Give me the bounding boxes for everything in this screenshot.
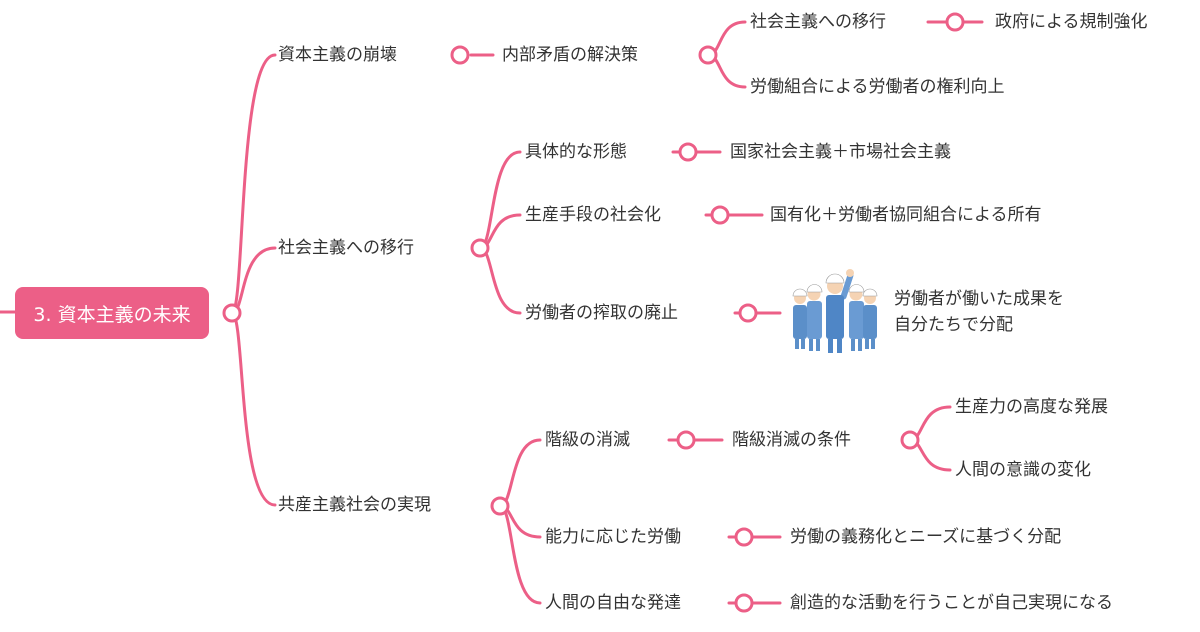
node-dot-b3-c1-child xyxy=(902,432,918,448)
topic-concrete-forms[interactable]: 具体的な形態 xyxy=(525,141,627,163)
node-dot-b3 xyxy=(492,498,508,514)
branch-transition-socialism[interactable]: 社会主義への移行 xyxy=(278,237,414,259)
topic-workers-distribute-results-line2[interactable]: 自分たちで分配 xyxy=(894,314,1013,336)
topic-workers-distribute-results-line1[interactable]: 労働者が働いた成果を xyxy=(894,288,1064,310)
topic-transition-socialism[interactable]: 社会主義への移行 xyxy=(750,11,886,33)
connector-b2-c1 xyxy=(480,152,520,248)
connector-b3-c3 xyxy=(500,506,540,603)
node-dot-b1-child xyxy=(700,47,716,63)
connector-root-branch-1 xyxy=(232,55,275,313)
topic-labor-union-rights[interactable]: 労働組合による労働者の権利向上 xyxy=(750,76,1005,98)
topic-class-abolition-conditions[interactable]: 階級消滅の条件 xyxy=(732,429,851,451)
topic-need-based-distribution[interactable]: 労働の義務化とニーズに基づく分配 xyxy=(790,526,1061,548)
topic-nationalization-cooperatives[interactable]: 国有化＋労働者協同組合による所有 xyxy=(770,204,1042,226)
root-topic-label: 3. 資本主義の未来 xyxy=(33,300,190,327)
root-topic[interactable]: 3. 資本主義の未来 xyxy=(15,287,209,339)
topic-creative-self-realization[interactable]: 創造的な活動を行うことが自己実現になる xyxy=(790,592,1113,614)
topic-internal-contradiction-solutions[interactable]: 内部矛盾の解決策 xyxy=(502,44,638,66)
node-dot-b2-c1 xyxy=(680,144,696,160)
node-dot-b3-c3 xyxy=(736,595,752,611)
topic-class-abolition[interactable]: 階級の消滅 xyxy=(545,429,630,451)
node-dot-b3-c2 xyxy=(736,529,752,545)
topic-human-consciousness[interactable]: 人間の意識の変化 xyxy=(955,459,1091,481)
topic-socialization-means-production[interactable]: 生産手段の社会化 xyxy=(525,204,661,226)
connector-root-branch-3 xyxy=(232,313,275,505)
node-dot-b1-gc1 xyxy=(947,14,963,30)
connector-b3-c1 xyxy=(500,440,540,506)
node-dot-b2-c3 xyxy=(740,305,756,321)
node-dot-root xyxy=(224,305,240,321)
topic-government-regulation[interactable]: 政府による規制強化 xyxy=(995,11,1148,33)
node-dot-b2-c2 xyxy=(712,207,728,223)
topic-free-development[interactable]: 人間の自由な発達 xyxy=(545,592,681,614)
node-dot-b1 xyxy=(452,47,468,63)
workers-illustration xyxy=(790,268,880,356)
topic-labor-by-ability[interactable]: 能力に応じた労働 xyxy=(545,526,681,548)
node-dot-b3-c1 xyxy=(678,432,694,448)
topic-state-market-socialism[interactable]: 国家社会主義＋市場社会主義 xyxy=(730,141,951,163)
topic-productive-forces[interactable]: 生産力の高度な発展 xyxy=(955,396,1108,418)
node-dot-b2 xyxy=(472,240,488,256)
branch-capitalism-collapse[interactable]: 資本主義の崩壊 xyxy=(278,44,397,66)
topic-abolish-exploitation[interactable]: 労働者の搾取の廃止 xyxy=(525,302,678,324)
connector-b2-c3 xyxy=(480,248,520,313)
branch-communist-society[interactable]: 共産主義社会の実現 xyxy=(278,494,431,516)
